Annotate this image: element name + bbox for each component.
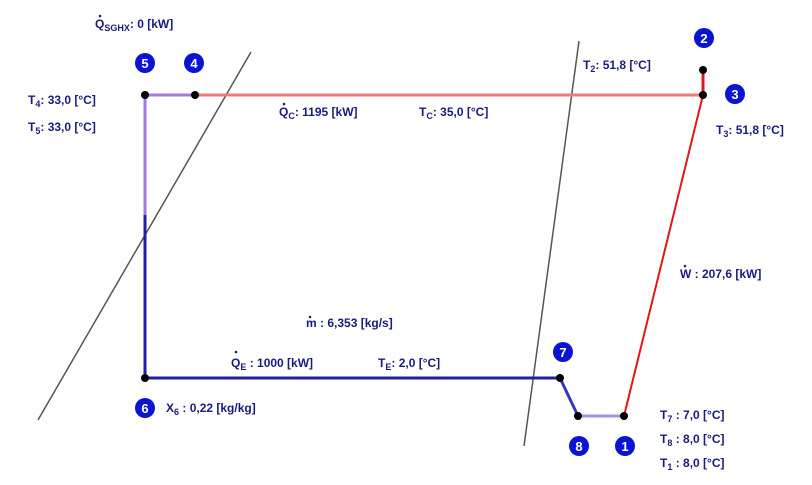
- node-badge-3: 3: [725, 84, 745, 104]
- point-7: [556, 374, 564, 382]
- label-m: m : 6,353 [kg/s]: [306, 316, 393, 330]
- svg-text:4: 4: [190, 56, 198, 71]
- node-badge-4: 4: [184, 53, 204, 73]
- dot-q-c: [282, 102, 286, 106]
- saturation-curve-right: [523, 40, 580, 447]
- label-w: W : 207,6 [kW]: [680, 267, 761, 281]
- label-t3: T3: 51,8 [°C]: [716, 123, 784, 139]
- label-t1: T1 : 8,0 [°C]: [660, 456, 725, 472]
- dot-m: [308, 315, 312, 319]
- label-t-c: TC: 35,0 [°C]: [419, 105, 488, 121]
- node-badge-5: 5: [135, 53, 155, 73]
- dot-q-sghx: [98, 14, 102, 18]
- point-5: [141, 91, 149, 99]
- node-badge-6: 6: [135, 398, 155, 418]
- node-badge-2: 2: [694, 28, 714, 48]
- point-6: [141, 374, 149, 382]
- label-t8: T8 : 8,0 [°C]: [660, 432, 725, 448]
- dot-w: [683, 264, 687, 268]
- label-t-e: TE: 2,0 [°C]: [378, 356, 440, 372]
- label-t5: T5: 33,0 [°C]: [28, 120, 96, 136]
- label-t2: T2: 51,8 [°C]: [583, 58, 651, 74]
- point-2: [699, 66, 707, 74]
- node-badge-7: 7: [553, 342, 573, 362]
- point-3: [699, 91, 707, 99]
- label-q-sghx: QSGHX: 0 [kW]: [95, 17, 173, 33]
- point-4: [191, 91, 199, 99]
- label-x6: X6 : 0,22 [kg/kg]: [166, 401, 256, 417]
- node-badge-1: 1: [615, 436, 635, 456]
- label-t7: T7 : 7,0 [°C]: [660, 408, 725, 424]
- svg-text:6: 6: [141, 401, 148, 416]
- svg-text:2: 2: [700, 31, 707, 46]
- state-points: [141, 66, 707, 420]
- svg-text:3: 3: [731, 87, 738, 102]
- line-7-8: [558, 377, 580, 417]
- svg-text:7: 7: [559, 345, 566, 360]
- point-1: [620, 412, 628, 420]
- point-8: [574, 412, 582, 420]
- dot-q-e: [234, 350, 238, 354]
- svg-text:1: 1: [621, 439, 628, 454]
- label-q-c: QC: 1195 [kW]: [279, 105, 358, 121]
- compressor-line-1-3: [623, 94, 704, 417]
- node-badge-8: 8: [569, 436, 589, 456]
- svg-text:8: 8: [575, 439, 582, 454]
- label-q-e: QE : 1000 [kW]: [231, 356, 313, 372]
- svg-text:5: 5: [141, 56, 148, 71]
- label-t4: T4: 33,0 [°C]: [28, 93, 96, 109]
